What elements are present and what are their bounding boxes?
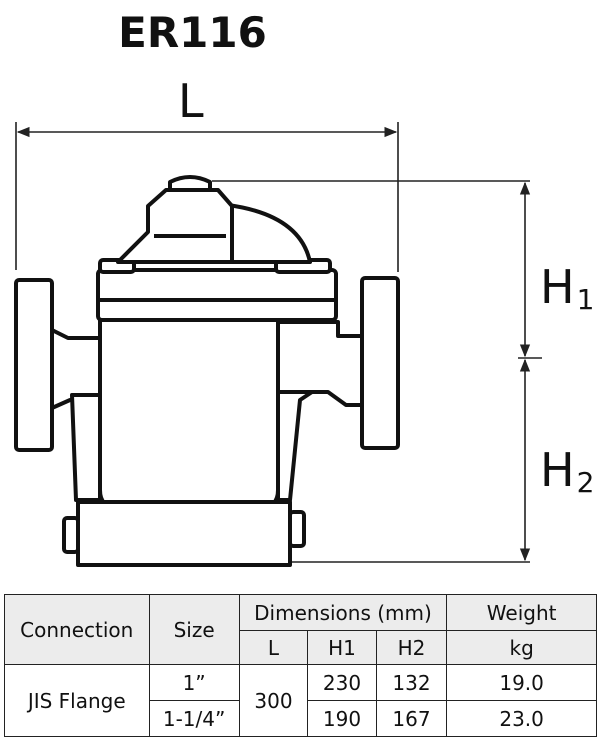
header-size: Size	[148, 594, 240, 665]
label-H2: H2	[540, 443, 595, 499]
header-H2: H2	[375, 630, 448, 665]
table-row: 1-1/4” 190 167 23.0	[5, 700, 597, 737]
header-L: L	[238, 630, 309, 665]
label-L: L	[178, 74, 204, 128]
cell-H2: 167	[375, 700, 448, 737]
dimension-H	[212, 180, 542, 563]
header-H1: H1	[307, 630, 377, 665]
header-connection: Connection	[4, 594, 150, 665]
dimension-L	[15, 122, 399, 272]
cell-size: 1”	[148, 664, 240, 701]
trap-body	[14, 175, 400, 567]
header-dimensions: Dimensions (mm)	[238, 594, 448, 631]
product-title: ER116	[118, 8, 267, 57]
cell-size: 1-1/4”	[148, 700, 240, 737]
header-kg: kg	[446, 630, 597, 665]
table-row: JIS Flange 1” 300 230 132 19.0	[4, 664, 597, 737]
cell-H1: 190	[307, 700, 377, 737]
cell-H1: 230	[307, 664, 377, 701]
cell-L: 300	[238, 664, 309, 737]
cell-H2: 132	[375, 664, 448, 701]
cell-connection: JIS Flange	[4, 664, 150, 737]
specification-table: Connection Size Dimensions (mm) Weight L…	[4, 594, 597, 737]
label-H1: H1	[540, 260, 595, 316]
header-weight: Weight	[446, 594, 597, 631]
cell-weight: 19.0	[446, 664, 597, 701]
steam-trap-drawing	[14, 122, 542, 567]
cell-weight: 23.0	[446, 700, 597, 737]
